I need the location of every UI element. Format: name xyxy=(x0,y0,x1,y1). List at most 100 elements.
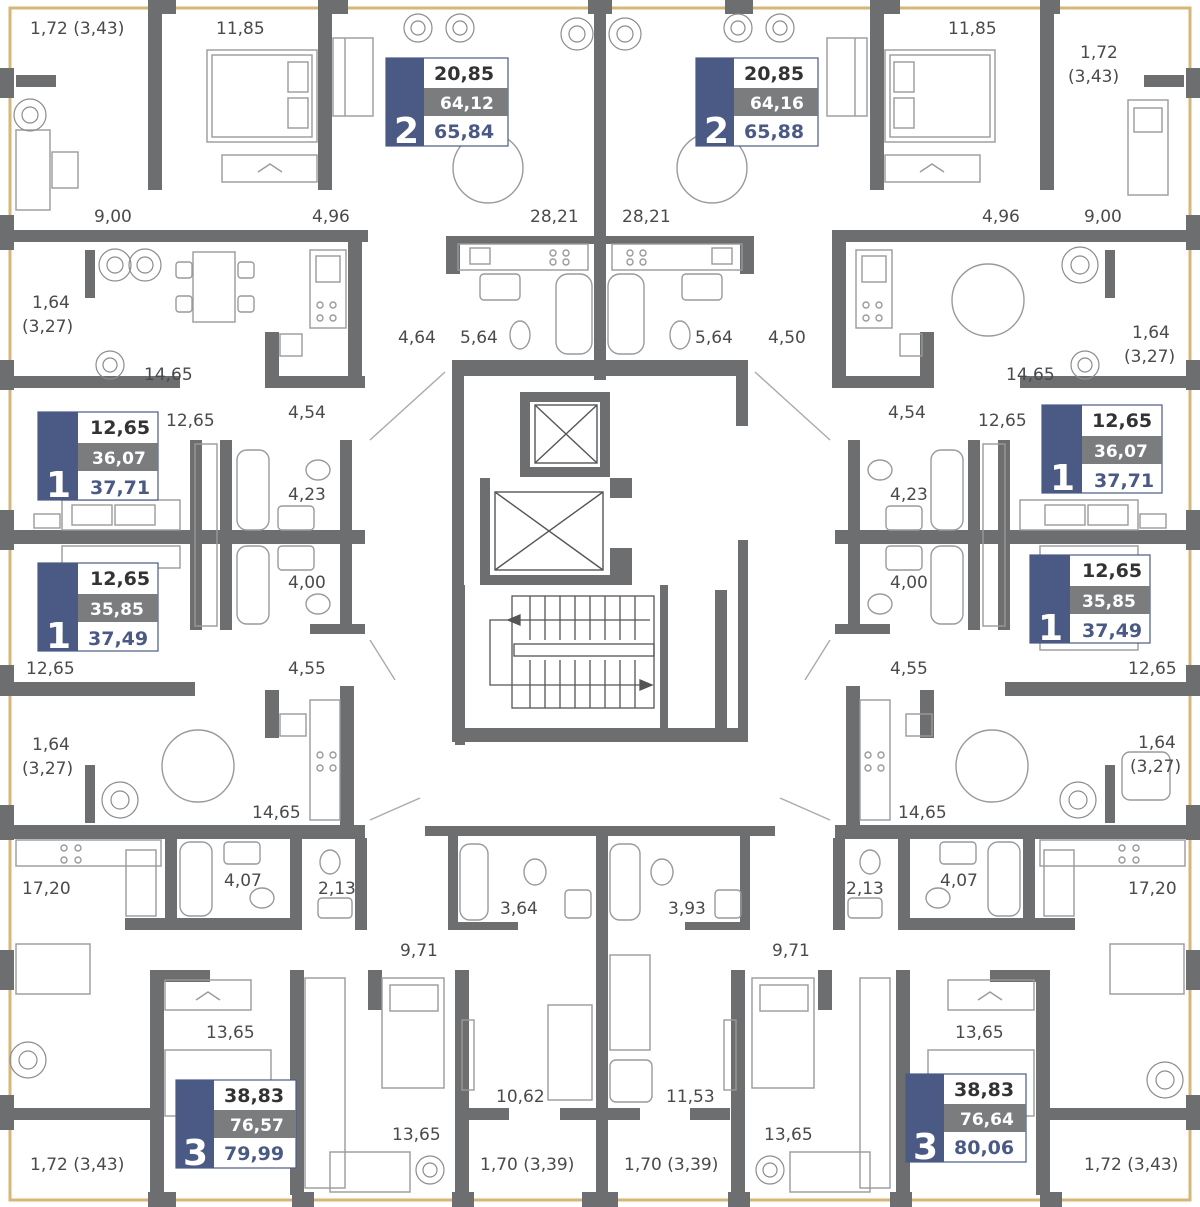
badge-rooms: 2 xyxy=(394,111,419,152)
badge-total-area: 36,07 xyxy=(1094,442,1148,462)
badge-living-area: 12,65 xyxy=(90,568,150,590)
badge-total-with-balcony: 37,49 xyxy=(88,628,148,650)
area-label: 9,00 xyxy=(94,207,132,227)
area-label: 4,96 xyxy=(982,207,1020,227)
badge-living-area: 12,65 xyxy=(90,417,150,439)
area-label: 1,72 (3,43) xyxy=(30,1155,124,1175)
area-label: (3,43) xyxy=(1068,67,1119,87)
badge-living-area: 20,85 xyxy=(434,63,494,85)
area-label: 4,07 xyxy=(940,871,978,891)
badge-total-area: 35,85 xyxy=(90,600,144,620)
area-label: 17,20 xyxy=(1128,879,1177,899)
area-label: 1,64 xyxy=(32,293,70,313)
area-label: 1,64 xyxy=(32,735,70,755)
badge-total-area: 64,16 xyxy=(750,94,804,114)
badge-total-with-balcony: 65,84 xyxy=(434,121,494,143)
badge-total-area: 64,12 xyxy=(440,94,494,114)
apartment-badge[interactable]: 1 12,65 36,07 37,71 xyxy=(1041,404,1163,499)
area-label: 4,64 xyxy=(398,328,436,348)
area-label: 12,65 xyxy=(1128,659,1177,679)
apartment-badge[interactable]: 2 20,85 64,16 65,88 xyxy=(695,57,819,152)
badge-rooms: 1 xyxy=(46,465,71,506)
area-label: 11,85 xyxy=(948,19,997,39)
badge-rooms: 2 xyxy=(704,111,729,152)
badge-total-with-balcony: 37,71 xyxy=(90,477,150,499)
area-label: 14,65 xyxy=(898,803,947,823)
area-label: 1,72 xyxy=(1080,43,1118,63)
area-label: 1,70 (3,39) xyxy=(624,1155,718,1175)
stairs xyxy=(489,595,655,709)
furniture xyxy=(15,37,1186,1193)
area-label: 12,65 xyxy=(978,411,1027,431)
badge-rooms: 3 xyxy=(913,1127,938,1168)
area-label: 1,72 (3,43) xyxy=(30,19,124,39)
area-label: 28,21 xyxy=(622,207,671,227)
badge-total-area: 36,07 xyxy=(92,449,146,469)
area-label: (3,27) xyxy=(22,759,73,779)
apartment-badge[interactable]: 3 38,83 76,57 79,99 xyxy=(175,1079,297,1174)
area-label: 3,64 xyxy=(500,899,538,919)
badge-total-area: 76,57 xyxy=(230,1116,284,1136)
badge-total-with-balcony: 65,88 xyxy=(744,121,804,143)
area-label: 14,65 xyxy=(1006,365,1055,385)
area-label: 4,00 xyxy=(890,573,928,593)
area-label: 1,64 xyxy=(1132,323,1170,343)
area-label: 17,20 xyxy=(22,879,71,899)
area-label: 13,65 xyxy=(206,1023,255,1043)
area-label: 13,65 xyxy=(955,1023,1004,1043)
badge-living-area: 20,85 xyxy=(744,63,804,85)
badge-total-area: 76,64 xyxy=(960,1110,1014,1130)
area-label: 4,55 xyxy=(288,659,326,679)
area-label: 4,23 xyxy=(890,485,928,505)
area-label: (3,27) xyxy=(22,317,73,337)
badge-living-area: 38,83 xyxy=(224,1085,284,1107)
badge-total-with-balcony: 37,71 xyxy=(1094,470,1154,492)
area-label: 5,64 xyxy=(695,328,733,348)
area-label: 4,55 xyxy=(890,659,928,679)
area-label: (3,27) xyxy=(1130,757,1181,777)
area-label: 9,71 xyxy=(772,941,810,961)
area-label: 5,64 xyxy=(460,328,498,348)
area-labels: 1,72 (3,43) 11,85 11,85 1,72 (3,43) 9,00… xyxy=(22,19,1181,1175)
area-label: 9,71 xyxy=(400,941,438,961)
area-label: 4,00 xyxy=(288,573,326,593)
area-label: (3,27) xyxy=(1124,347,1175,367)
area-label: 14,65 xyxy=(144,365,193,385)
area-label: 1,70 (3,39) xyxy=(480,1155,574,1175)
area-label: 4,96 xyxy=(312,207,350,227)
area-label: 1,64 xyxy=(1138,733,1176,753)
area-label: 9,00 xyxy=(1084,207,1122,227)
area-label: 14,65 xyxy=(252,803,301,823)
badge-living-area: 38,83 xyxy=(954,1079,1014,1101)
apartment-badge[interactable]: 1 12,65 35,85 37,49 xyxy=(1029,554,1151,649)
area-label: 3,93 xyxy=(668,899,706,919)
area-label: 2,13 xyxy=(318,879,356,899)
apartment-badge[interactable]: 1 12,65 35,85 37,49 xyxy=(37,562,159,657)
badge-total-with-balcony: 37,49 xyxy=(1082,620,1142,642)
apartment-badge[interactable]: 3 38,83 76,64 80,06 xyxy=(905,1073,1027,1168)
badge-rooms: 1 xyxy=(1050,458,1075,499)
apartment-badge[interactable]: 2 20,85 64,12 65,84 xyxy=(385,57,509,152)
area-label: 28,21 xyxy=(530,207,579,227)
area-label: 4,23 xyxy=(288,485,326,505)
area-label: 13,65 xyxy=(392,1125,441,1145)
badge-rooms: 1 xyxy=(1038,608,1063,649)
badge-total-area: 35,85 xyxy=(1082,592,1136,612)
badge-rooms: 3 xyxy=(183,1133,208,1174)
plants xyxy=(9,13,1184,1185)
area-label: 10,62 xyxy=(496,1087,545,1107)
badge-total-with-balcony: 80,06 xyxy=(954,1137,1014,1159)
area-label: 13,65 xyxy=(764,1125,813,1145)
badge-total-with-balcony: 79,99 xyxy=(224,1143,284,1165)
area-label: 12,65 xyxy=(166,411,215,431)
area-label: 11,53 xyxy=(666,1087,715,1107)
area-label: 4,54 xyxy=(288,403,326,423)
area-label: 1,72 (3,43) xyxy=(1084,1155,1178,1175)
apartment-badge[interactable]: 1 12,65 36,07 37,71 xyxy=(37,411,159,506)
area-label: 4,50 xyxy=(768,328,806,348)
area-label: 4,54 xyxy=(888,403,926,423)
area-label: 12,65 xyxy=(26,659,75,679)
badge-living-area: 12,65 xyxy=(1092,410,1152,432)
